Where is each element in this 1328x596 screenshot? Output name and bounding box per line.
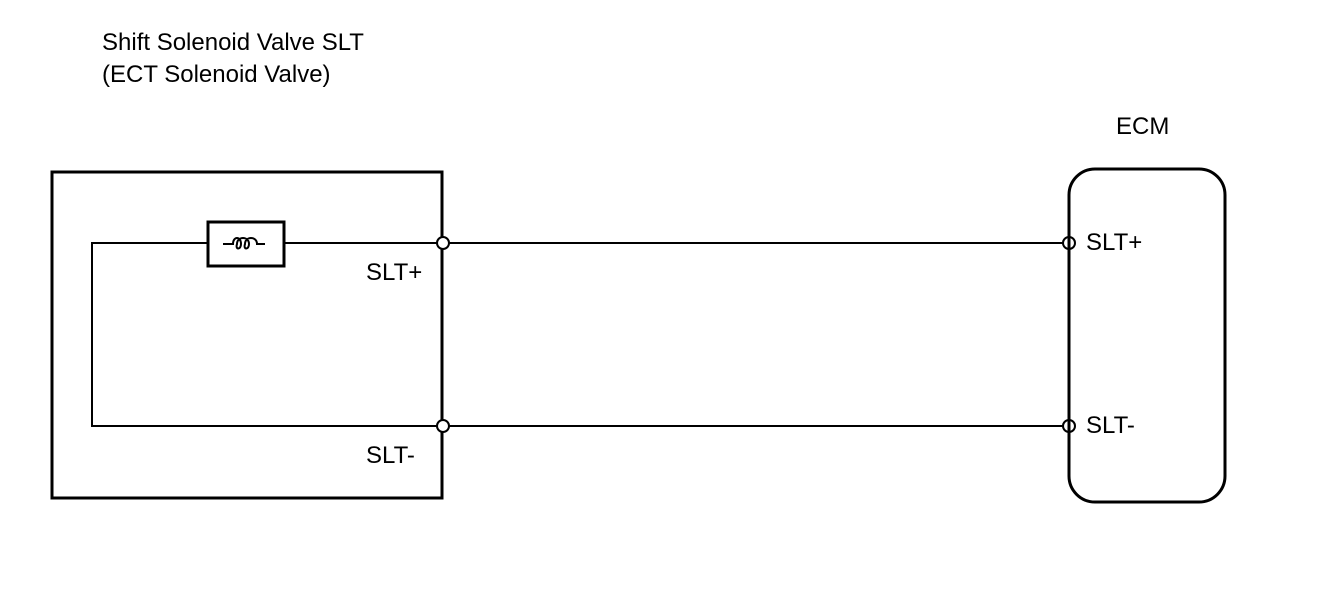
ecm-terminal-plus-label: SLT+	[1086, 229, 1143, 256]
solenoid-terminal-plus-label: SLT+	[366, 259, 423, 286]
solenoid-internal-wire	[91, 242, 437, 427]
ecm-terminal-minus-label: SLT-	[1086, 412, 1135, 439]
solenoid-terminal-plus	[436, 236, 450, 250]
solenoid-terminal-minus	[436, 419, 450, 433]
solenoid-title: Shift Solenoid Valve SLT	[102, 29, 364, 56]
ecm-box	[1067, 167, 1227, 504]
solenoid-terminal-minus-label: SLT-	[366, 442, 415, 469]
solenoid-valve-box	[50, 170, 444, 500]
solenoid-coil-icon	[206, 220, 286, 268]
solenoid-subtitle: (ECT Solenoid Valve)	[102, 61, 331, 88]
ecm-title: ECM	[1116, 113, 1170, 140]
